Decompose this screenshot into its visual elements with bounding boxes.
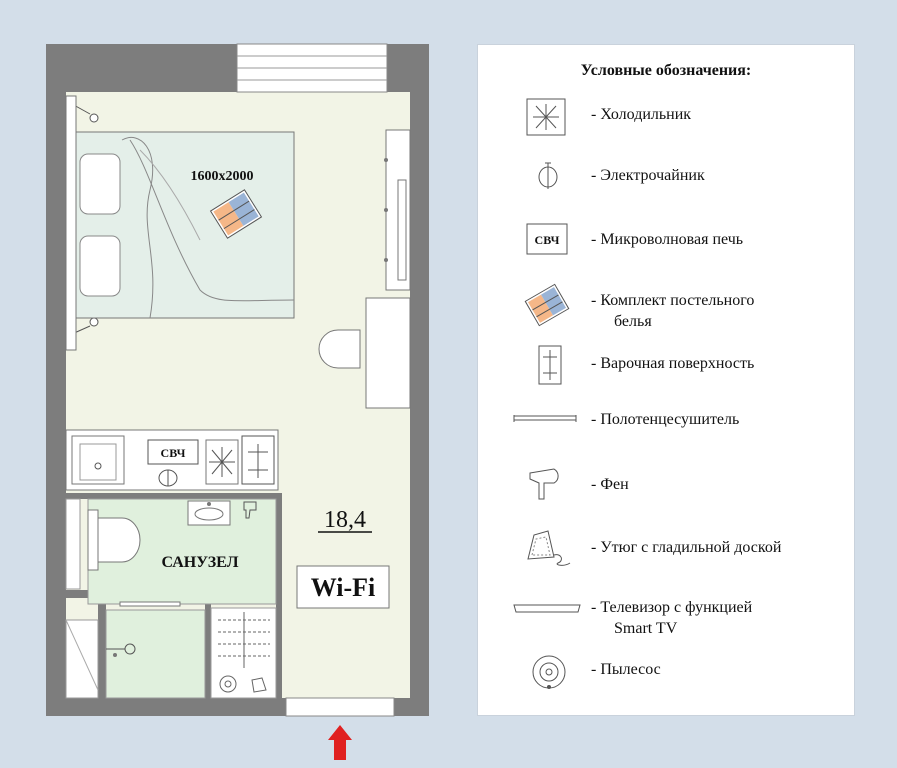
tv-icon (513, 604, 581, 613)
legend-text: - Комплект постельного (591, 292, 755, 309)
shower-wall (98, 590, 106, 698)
towel-dryer-icon (513, 415, 577, 422)
microwave-label: СВЧ (161, 446, 186, 460)
toilet (87, 509, 141, 571)
microwave-icon (147, 439, 199, 465)
bed-size-label: 1600x2000 (191, 169, 254, 184)
area-label: 18,4 (324, 507, 366, 533)
legend-text: - Телевизор с функцией (591, 599, 753, 616)
floor-plan: САНУЗЕЛ СВЧ (46, 43, 429, 760)
iron-icon (527, 530, 571, 566)
fridge-icon (205, 439, 239, 485)
bathroom-wall-right (276, 493, 282, 698)
window-top (236, 43, 388, 93)
bathroom-wall-top (66, 493, 282, 499)
wifi-label: Wi-Fi (311, 573, 376, 602)
legend-text: - Микроволновая печь (591, 231, 744, 248)
legend-text: - Холодильник (591, 106, 692, 123)
entrance-door (285, 697, 395, 717)
bathroom-floor (87, 498, 277, 605)
legend-text: - Пылесос (591, 661, 661, 678)
legend-text-line2: Smart TV (614, 620, 678, 637)
wardrobe (210, 607, 277, 699)
desk (365, 297, 411, 409)
wifi-box (296, 565, 390, 609)
entrance-arrow-icon (328, 725, 352, 760)
bathroom-label: САНУЗЕЛ (161, 554, 238, 571)
hairdryer-icon (529, 468, 559, 500)
microwave-icon: СВЧ (526, 223, 568, 255)
tv-icon (397, 179, 407, 281)
bathroom-sink (187, 500, 231, 526)
legend-text: - Утюг с гладильной доской (591, 539, 782, 556)
shower-tray (65, 619, 99, 699)
bedding-icon (524, 283, 570, 327)
microwave-icon-label: СВЧ (535, 233, 560, 247)
iron-icon (251, 677, 267, 693)
bath-shelf (65, 498, 81, 590)
legend-text: - Фен (591, 476, 629, 493)
legend-text: - Полотенцесушитель (591, 411, 740, 428)
headboard (65, 95, 77, 351)
bedding-icon (209, 189, 263, 239)
hairdryer-icon (243, 501, 257, 519)
fridge-icon (526, 98, 566, 136)
kettle-icon (538, 162, 558, 189)
vacuum-icon (219, 675, 237, 693)
cooktop-icon (241, 435, 275, 485)
towel-dryer-icon (119, 601, 181, 607)
vacuum-icon (532, 655, 566, 689)
bed (75, 131, 295, 319)
shower-floor (105, 609, 206, 699)
legend-text: - Электрочайник (591, 167, 705, 184)
tv-cabinet (384, 129, 411, 291)
wardrobe-wall (205, 604, 211, 698)
kitchen-counter: СВЧ (65, 429, 279, 491)
kettle-icon (158, 469, 178, 487)
bathroom-wall-stub (66, 590, 98, 598)
legend-title: Условные обозначения: (580, 62, 752, 79)
legend-text: - Варочная поверхность (591, 355, 755, 372)
chair (318, 329, 361, 369)
legend-panel: Условные обозначения: - Холодильник - Эл… (477, 44, 855, 716)
legend-text-line2: белья (614, 313, 652, 330)
shower-icon (106, 643, 136, 657)
cooktop-icon (538, 345, 562, 385)
